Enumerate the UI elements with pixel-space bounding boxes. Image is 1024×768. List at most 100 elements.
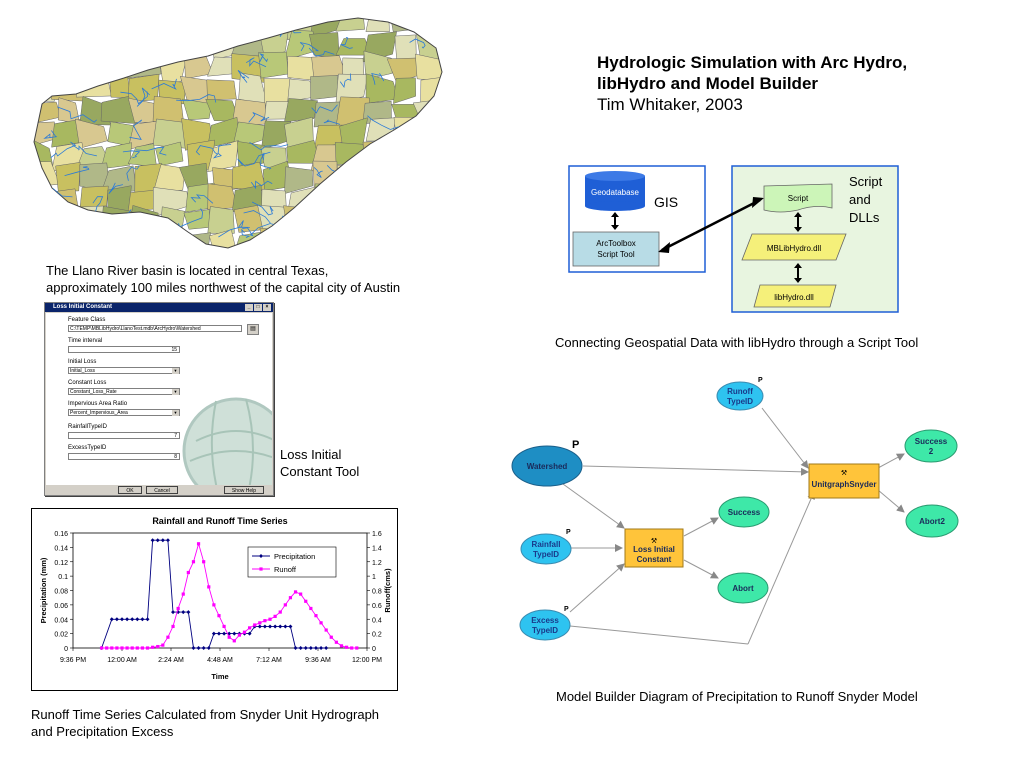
excess-type-input[interactable]: 8 [68,453,180,460]
runoff-typeid-node[interactable] [716,381,764,411]
subwatershed-tile [231,231,266,248]
loss-initial-constant-tool[interactable] [624,528,684,568]
stream-line [323,119,341,125]
success-node[interactable] [718,496,770,528]
stream-line [308,47,335,57]
subwatershed-tile [131,232,159,248]
svg-text:TypeID: TypeID [532,626,558,635]
chevron-down-icon[interactable]: ▼ [172,368,179,374]
impervious-ratio-select[interactable]: Percent_Impervious_Area▼ [68,409,180,416]
initial-loss-label: Initial Loss [68,359,97,365]
chevron-down-icon[interactable]: ▼ [172,389,179,395]
initial-loss-select[interactable]: Initial_Loss▼ [68,367,180,374]
arctoolbox-script-tool [572,231,660,267]
excess-typeid-node[interactable] [519,609,571,641]
subwatershed-tile [207,18,240,39]
subwatershed-tile [34,121,55,147]
rainfall-typeid-node[interactable] [520,533,572,565]
cancel-button[interactable]: Cancel [146,486,178,494]
svg-text:P: P [566,529,571,536]
subwatershed-tile [417,188,442,213]
data-point [314,614,318,618]
stream-line [304,229,326,234]
data-point [161,643,165,647]
dialog-footer: OK Cancel Show Help [46,485,272,495]
abort-node[interactable] [717,572,769,604]
y2-tick-label: 0.2 [372,632,382,639]
data-point [145,646,150,650]
data-point [125,646,129,650]
data-point [319,646,324,650]
constant-loss-label: Constant Loss [68,380,107,386]
y2-tick-label: 0.6 [372,603,382,610]
subwatershed-tile [207,206,235,234]
watershed-node[interactable] [511,445,583,487]
legend-entry: Runoff [274,565,297,574]
rainfall-type-label: RainfallTypeID [68,424,108,430]
impervious-ratio-label: Impervious Area Ratio [68,401,128,407]
data-point [329,635,333,639]
stream-line [90,226,112,236]
data-point [262,624,267,629]
subwatershed-tile [51,18,84,39]
data-point [324,628,328,632]
subwatershed-tile [313,183,344,213]
data-point [171,624,175,629]
x-tick-label: 12:00 AM [107,657,137,664]
folder-icon[interactable]: ▤ [247,324,259,335]
unitgraph-snyder-tool[interactable] [808,463,880,499]
close-icon[interactable]: × [263,304,271,311]
stream-line [92,196,104,213]
stream-line [299,42,319,52]
ok-button[interactable]: OK [118,486,142,494]
svg-text:Rainfall: Rainfall [532,540,561,549]
data-point [99,646,104,650]
stream-line [218,220,250,238]
data-point [232,639,236,643]
maximize-icon[interactable]: □ [254,304,262,311]
subwatershed-tile [335,210,373,237]
stream-line [64,166,90,176]
data-point [176,606,180,611]
data-point [253,623,257,627]
subwatershed-tile [103,53,133,81]
subwatershed-tile [335,164,370,190]
chevron-down-icon[interactable]: ▼ [172,410,179,416]
svg-text:MBLibHydro.dll: MBLibHydro.dll [767,244,821,253]
data-point [227,635,231,639]
stream-line [85,219,105,236]
abort2-node[interactable] [905,504,959,538]
data-point [140,646,145,650]
stream-line [431,26,442,39]
subwatershed-tile [284,98,318,123]
time-interval-input[interactable]: 15 [68,346,180,353]
subwatershed-tile [100,228,136,248]
data-point [273,624,278,629]
subwatershed-tile [412,99,442,127]
svg-text:Loss Initial: Loss Initial [633,545,675,554]
subwatershed-tile [159,18,186,37]
constant-loss-select[interactable]: Constant_Loss_Rate▼ [68,388,180,395]
data-point [196,646,201,650]
data-point [120,617,124,622]
subwatershed-tile [34,230,60,248]
minimize-icon[interactable]: _ [245,304,253,311]
time-interval-label: Time interval [68,338,103,344]
hammer-icon: ⚒ [841,469,847,477]
stream-line [311,104,338,114]
rainfall-type-input[interactable]: 7 [68,432,180,439]
svg-text:Abort: Abort [732,584,754,593]
subwatershed-tile [157,29,187,60]
show-help-button[interactable]: Show Help [224,486,264,494]
data-point [130,617,135,622]
dialog-caption: Loss Initial Constant Tool [280,447,360,479]
stream-line [316,226,333,238]
stream-line [339,73,352,89]
data-point [299,592,303,596]
stream-line [250,180,273,190]
data-point [181,610,186,615]
success2-node[interactable] [904,429,958,463]
feature-class-input[interactable]: C:\TEMP\MBLibHydro\LlanoTest.mdb\ArcHydr… [68,325,242,332]
stream-line [50,141,77,159]
